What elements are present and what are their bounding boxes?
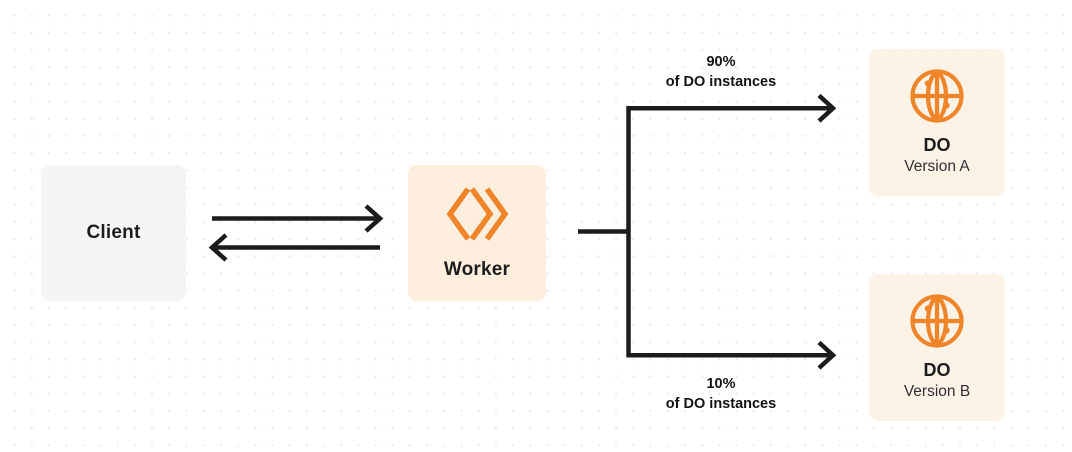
node-worker: Worker (408, 165, 546, 301)
node-do-a-sublabel: Version A (904, 158, 970, 176)
node-do-b-sublabel: Version B (903, 383, 971, 401)
globe-icon (908, 67, 966, 125)
node-do-b-label: DO (923, 359, 951, 380)
globe-icon (908, 292, 966, 350)
edge-label-bottom: 10% of DO instances (619, 374, 823, 414)
arrow-client-to-worker-head (364, 204, 384, 233)
edge-label-bottom-caption: of DO instances (665, 396, 777, 412)
edge-label-bottom-percent: 10% (706, 376, 736, 392)
worker-chevron-icon (446, 185, 509, 243)
node-do-a-label: DO (923, 134, 951, 155)
node-client-label: Client (86, 221, 141, 243)
node-do-version-a: DO Version A (869, 49, 1005, 196)
edge-label-top-caption: of DO instances (665, 74, 777, 90)
edge-label-top-percent: 90% (706, 54, 736, 70)
edge-label-top: 90% of DO instances (619, 52, 823, 92)
arrow-to-do-a-head (817, 93, 837, 123)
arrow-to-do-b-head (817, 340, 837, 370)
node-do-version-b: DO Version B (869, 274, 1005, 421)
node-worker-label: Worker (443, 258, 511, 280)
arrow-worker-to-client-head (208, 233, 228, 262)
node-client: Client (41, 165, 186, 301)
